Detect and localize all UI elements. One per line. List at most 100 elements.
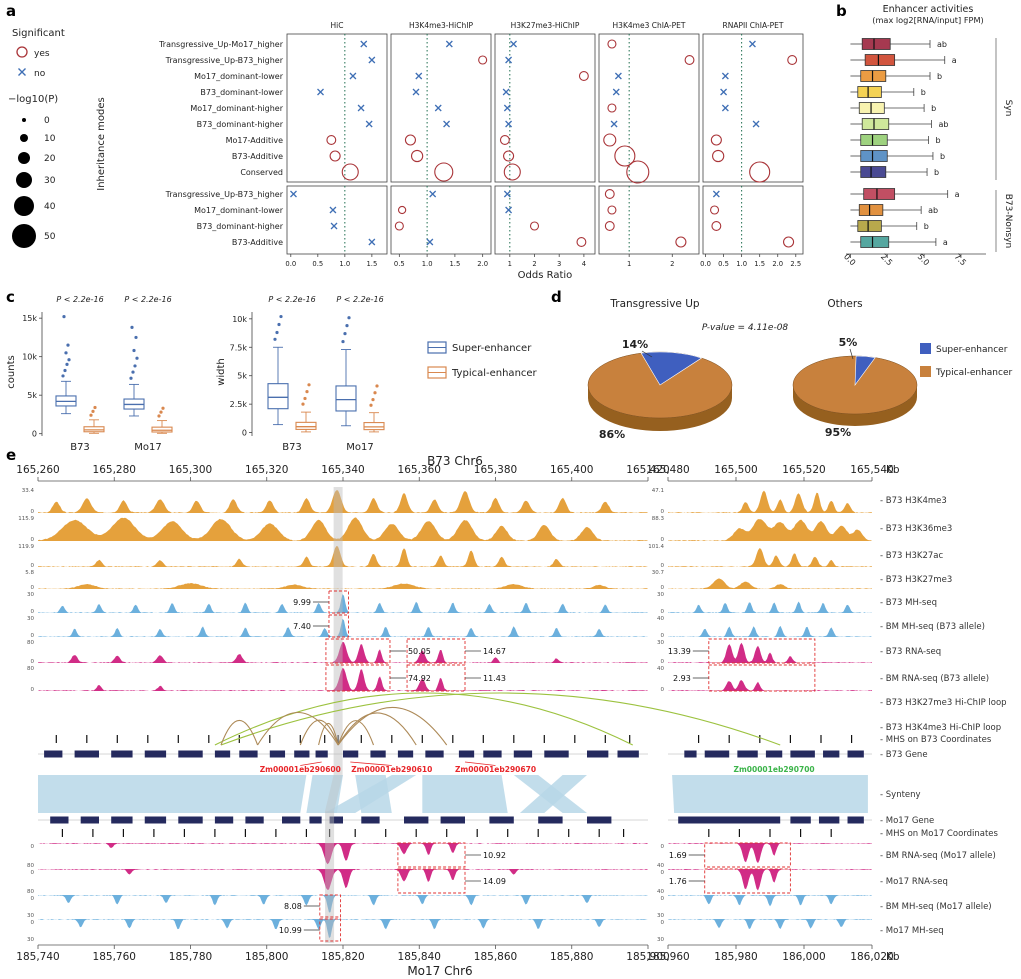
signal-track <box>668 919 872 929</box>
scale-max: 101.4 <box>648 544 664 550</box>
gene-model <box>269 750 286 758</box>
odds-ratio-point-significant <box>503 150 515 162</box>
odds-ratio-point-nonsignificant <box>329 206 337 214</box>
unit-label: Kb <box>886 951 900 963</box>
odds-ratio-point-nonsignificant <box>330 222 338 230</box>
b73-coordinate-tick: 165,320 <box>245 464 288 476</box>
gene-model <box>282 816 301 824</box>
row-label: Transgressive_Up-Mo17_higher <box>158 40 284 49</box>
x-tick-label: 1 <box>627 260 631 268</box>
row-label: Transgressive_Up-B73_higher <box>165 190 284 199</box>
odds-ratio-point-significant <box>626 160 650 184</box>
track-label: - B73 H3K27ac <box>880 551 944 561</box>
odds-ratio-point-nonsignificant <box>429 190 437 198</box>
significance-letter: b <box>934 168 939 177</box>
signal-track <box>668 843 872 864</box>
odds-ratio-point-significant <box>675 236 687 248</box>
pct-label: 86% <box>599 428 625 441</box>
odds-ratio-point-nonsignificant <box>720 88 728 96</box>
odds-ratio-point-significant <box>578 71 589 81</box>
scale-zero: 0 <box>31 920 35 926</box>
odds-ratio-point-nonsignificant <box>503 104 511 112</box>
p-value: P < 2.2e-16 <box>268 295 315 304</box>
y-tick-label: 7.5k <box>230 343 248 352</box>
row-label: B73_dominant-higher <box>197 120 284 129</box>
synteny-ribbon <box>324 775 417 813</box>
facet-title: H3K4me3 ChIA-PET <box>613 21 686 30</box>
activity-box <box>864 54 896 66</box>
scale-zero: 0 <box>661 687 665 693</box>
scale-zero: 0 <box>31 687 35 693</box>
panel-d-label: d <box>551 288 562 306</box>
panel-a-inheritance-odds-plot: Significantyesno−log10(P)01020304050Inhe… <box>8 21 804 281</box>
track-label: - Mo17 RNA-seq <box>880 877 948 887</box>
annotation-box <box>319 918 342 942</box>
annotation-box <box>397 868 466 894</box>
odds-ratio-point-significant <box>710 205 720 215</box>
x-tick-label: 0.0 <box>700 260 711 268</box>
size-legend-value: 20 <box>44 154 56 164</box>
x-tick-label: 4 <box>582 260 586 268</box>
b73-coordinate-tick: 165,520 <box>782 464 825 476</box>
gene-model <box>684 750 697 758</box>
size-legend-value: 0 <box>44 116 50 126</box>
significant-yes-label: yes <box>34 49 50 59</box>
odds-ratio-point-nonsignificant <box>357 104 365 112</box>
pct-label: 14% <box>622 338 648 351</box>
significance-letter: b <box>936 136 941 145</box>
gene-model <box>329 816 343 824</box>
size-legend-value: 10 <box>44 134 56 144</box>
outlier-dot <box>371 397 375 402</box>
gene-model <box>513 750 533 758</box>
odds-ratio-point-nonsignificant <box>505 56 513 64</box>
mo17-coordinate-tick: 186,020 <box>850 951 893 963</box>
odds-ratio-point-nonsignificant <box>368 238 376 246</box>
row-label: Mo17_dominant-lower <box>194 72 284 81</box>
unit-label: Kb <box>886 464 900 476</box>
gene-model <box>111 816 133 824</box>
facet-panel <box>598 33 700 183</box>
y-tick-label: 10k <box>232 315 247 324</box>
outlier-dot <box>159 410 163 414</box>
legend-swatch <box>920 343 931 354</box>
h3k4me3-hichip-loop <box>318 723 339 746</box>
facet-title: HiC <box>331 21 344 30</box>
b73-coordinate-tick: 165,380 <box>474 464 517 476</box>
odds-ratio-point-nonsignificant <box>415 72 423 80</box>
activity-box <box>857 220 882 232</box>
category-label: Mo17 <box>346 442 373 453</box>
mo17-coordinate-tick: 185,760 <box>93 951 136 963</box>
size-legend-dot <box>20 134 28 142</box>
pie-slice <box>640 351 703 386</box>
odds-ratio-point-significant <box>576 237 587 247</box>
scale-zero: 0 <box>661 563 665 569</box>
b73-coordinate-tick: 165,420 <box>626 464 669 476</box>
gene-model <box>538 816 563 824</box>
signal-track <box>38 869 648 890</box>
signal-track <box>38 919 648 938</box>
gene-model <box>847 750 864 758</box>
gene-model <box>214 750 231 758</box>
odds-ratio-point-significant <box>710 134 722 146</box>
mo17-coordinate-tick: 185,860 <box>474 951 517 963</box>
synteny-ribbon <box>672 775 868 813</box>
outlier-dot <box>303 396 307 401</box>
scale-max: 88.3 <box>652 516 665 522</box>
track-label: - B73 H3K4me3 <box>880 496 947 506</box>
scale-max: 30 <box>657 592 664 598</box>
odds-ratio-point-significant <box>394 221 404 231</box>
group-label-nonsyn: B73-Nonsyn <box>1003 194 1013 249</box>
mo17-coordinate-tick: 185,900 <box>626 951 669 963</box>
y-axis-title: counts <box>6 355 17 388</box>
annotation-value: 50.05 <box>408 647 431 656</box>
annotation-value: 1.69 <box>669 851 687 860</box>
x-tick-label: 2 <box>670 260 674 268</box>
odds-ratio-point-significant <box>478 55 488 65</box>
category-label: Mo17 <box>134 442 161 453</box>
gene-model <box>370 750 386 758</box>
odds-ratio-point-nonsignificant <box>614 72 622 80</box>
facet-title: H3K4me3-HiChIP <box>409 21 473 30</box>
signal-track <box>38 668 648 691</box>
pie-slice <box>854 355 876 386</box>
